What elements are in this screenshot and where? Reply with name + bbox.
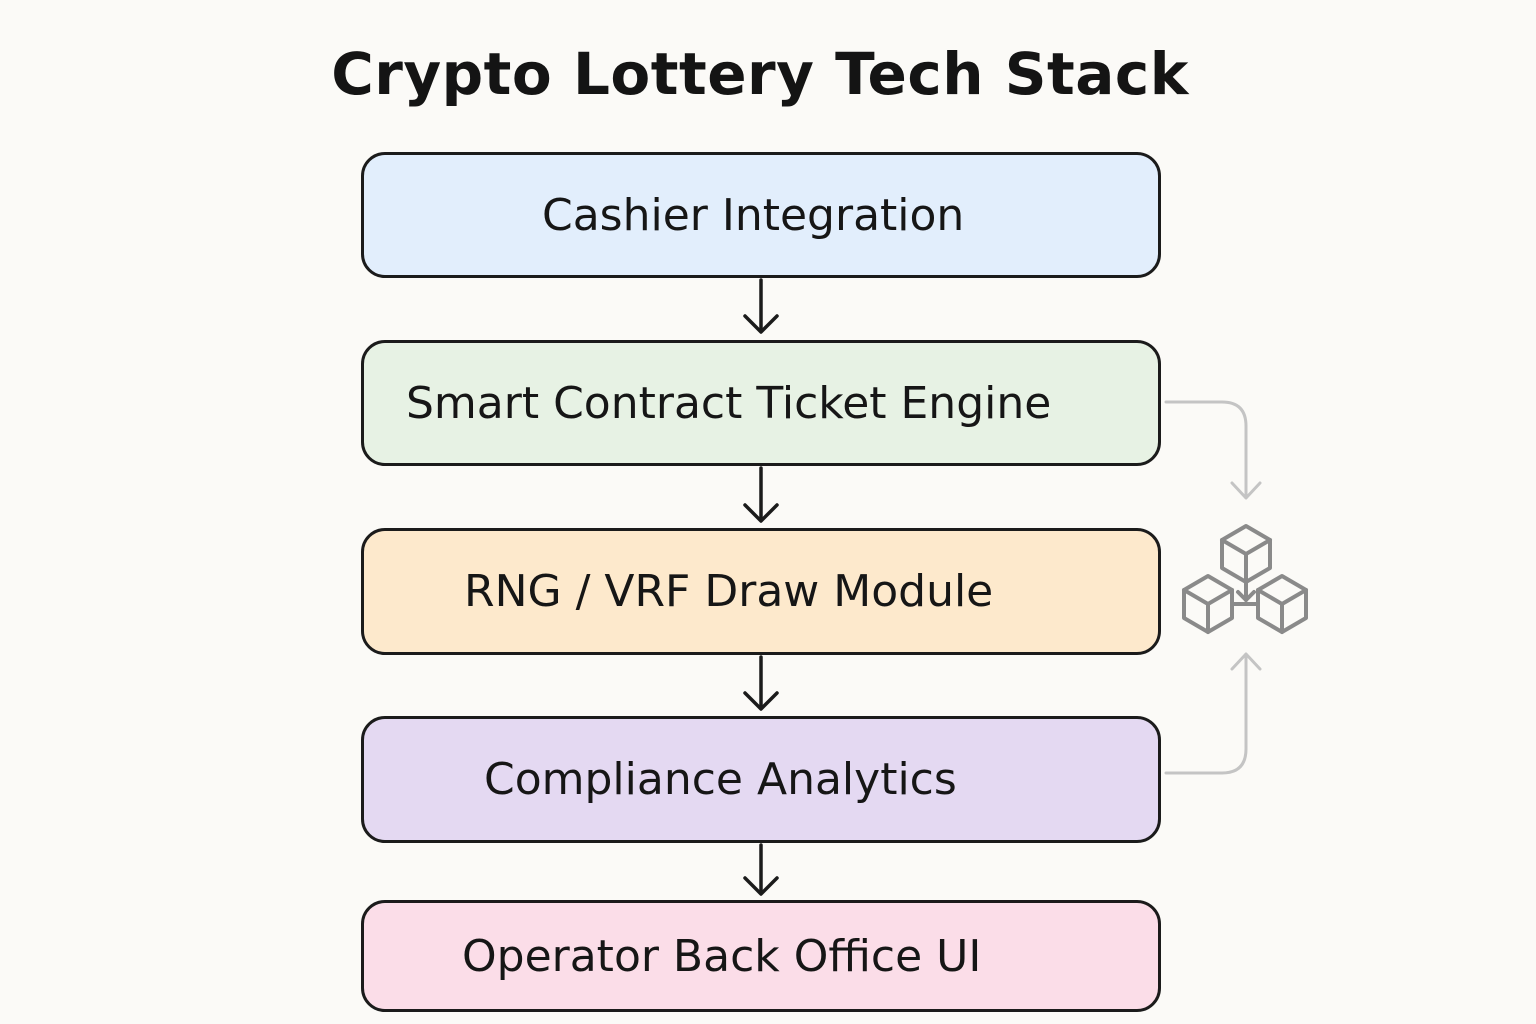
flow-arrow-4	[743, 843, 779, 896]
flow-arrow-3	[743, 655, 779, 711]
flow-arrow-1	[743, 278, 779, 334]
side-connector-top	[1164, 400, 1262, 500]
layer-rng-vrf-draw-module: RNG / VRF Draw Module	[361, 528, 1161, 655]
diagram-title: Crypto Lottery Tech Stack	[331, 40, 1189, 108]
layer-cashier-integration: Cashier Integration	[361, 152, 1161, 278]
layer-label: Smart Contract Ticket Engine	[406, 377, 1052, 429]
layer-smart-contract-ticket-engine: Smart Contract Ticket Engine	[361, 340, 1161, 466]
layer-operator-back-office-ui: Operator Back Office UI	[361, 900, 1161, 1012]
layer-label: RNG / VRF Draw Module	[464, 566, 994, 617]
layer-label: Cashier Integration	[542, 189, 965, 241]
flow-arrow-2	[743, 466, 779, 523]
blockchain-cubes-icon	[1182, 524, 1308, 634]
layer-label: Compliance Analytics	[484, 754, 957, 805]
side-connector-bottom	[1164, 652, 1262, 775]
layer-compliance-analytics: Compliance Analytics	[361, 716, 1161, 843]
layer-label: Operator Back Office UI	[462, 930, 982, 982]
